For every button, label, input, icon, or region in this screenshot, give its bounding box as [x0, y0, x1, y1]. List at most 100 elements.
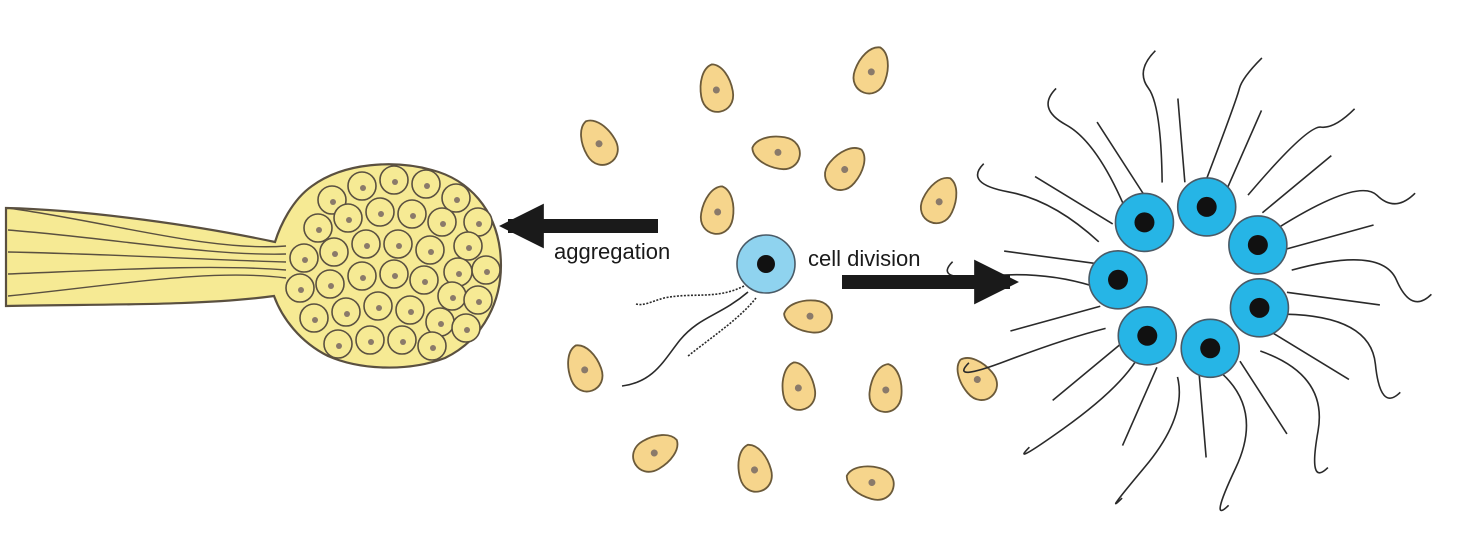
stalk-fiber	[7, 274, 287, 297]
amoeboid-cell	[699, 185, 735, 235]
colony-flagellum	[1226, 110, 1263, 189]
colony-cell	[1228, 215, 1288, 275]
spore-cell	[427, 207, 457, 237]
colony-flagellum	[1219, 372, 1248, 512]
spore-cell	[347, 261, 377, 291]
spore-nucleus	[302, 257, 308, 263]
spore-nucleus	[408, 309, 414, 315]
amoeboid-nucleus	[868, 479, 876, 487]
spore-cell	[315, 269, 345, 299]
stalk-fiber	[7, 207, 287, 248]
colony-flagellum	[1096, 121, 1145, 196]
spore-nucleus	[360, 185, 366, 191]
colony-cell	[1117, 305, 1178, 366]
amoeboid-cell	[824, 147, 866, 191]
spore-nucleus	[410, 213, 416, 219]
colony-cell	[1180, 318, 1241, 379]
spore-cell	[383, 229, 413, 259]
colony-flagellum	[1004, 250, 1098, 265]
amoeboid-cell	[737, 443, 773, 493]
amoeboid-cell	[868, 363, 903, 413]
spore-cell	[285, 273, 315, 303]
spore-cell	[379, 259, 409, 289]
spore-nucleus	[364, 243, 370, 249]
spore-nucleus	[378, 211, 384, 217]
spore-nucleus	[392, 273, 398, 279]
spore-cell	[387, 325, 417, 355]
colony-cell-nucleus	[1108, 269, 1129, 290]
amoeboid-cell	[751, 135, 801, 171]
process-arrows	[499, 203, 1019, 305]
amoeboid-nucleus	[650, 449, 658, 457]
amoeboid-cell	[781, 361, 817, 411]
flagellum	[635, 285, 745, 306]
spore-nucleus	[330, 199, 336, 205]
flagellate-nucleus	[757, 255, 775, 273]
amoeboid-nucleus	[595, 140, 603, 148]
spore-nucleus	[476, 299, 482, 305]
colony-flagellum	[1270, 331, 1350, 381]
colony-flagellum	[963, 327, 1106, 374]
colony-flagellum	[1047, 87, 1125, 206]
colony-flagellum	[1010, 305, 1101, 332]
amoeboid-cell	[852, 46, 889, 95]
colony-cell	[1114, 192, 1175, 253]
spore-cell	[323, 329, 353, 359]
stalk-fiber	[7, 229, 287, 255]
spore-cell	[417, 331, 447, 361]
amoeboid-nucleus	[806, 312, 814, 320]
colony-cell-nucleus	[1137, 325, 1158, 346]
spore-nucleus	[332, 251, 338, 257]
colony-flagellum	[1260, 350, 1329, 474]
colony-flagellum	[1114, 376, 1181, 505]
amoeboid-cells	[567, 46, 998, 501]
spore-cell	[379, 165, 409, 195]
colony-flagellum	[1261, 155, 1332, 214]
spore-nucleus	[466, 245, 472, 251]
spore-nucleus	[316, 227, 322, 233]
spore-cell	[437, 281, 467, 311]
amoeboid-nucleus	[841, 166, 849, 174]
amoeboid-nucleus	[774, 148, 782, 156]
spore-cell	[395, 295, 425, 325]
flagellate-colony	[946, 50, 1432, 512]
amoeboid-nucleus	[712, 86, 720, 94]
colony-cell-nucleus	[1196, 196, 1217, 217]
amoeboid-cell	[845, 465, 895, 501]
colony-cell-nucleus	[1247, 234, 1268, 255]
colony-cell-nucleus	[1249, 297, 1270, 318]
spore-nucleus	[312, 317, 318, 323]
colony-flagellum	[1285, 313, 1401, 399]
colony-flagellum	[1283, 224, 1374, 251]
spore-cell	[319, 237, 349, 267]
spore-nucleus	[456, 271, 462, 277]
spore-nucleus	[328, 283, 334, 289]
spore-cell	[441, 183, 471, 213]
colony-flagellum	[1291, 259, 1432, 303]
spore-cell	[355, 325, 385, 355]
spore-nucleus	[360, 275, 366, 281]
spore-cell	[463, 285, 493, 315]
spore-nucleus	[450, 295, 456, 301]
stalk-fiber	[7, 251, 287, 263]
spore-nucleus	[392, 179, 398, 185]
spore-nucleus	[476, 221, 482, 227]
spore-cell	[303, 213, 333, 243]
flagellum	[687, 297, 757, 357]
spore-cell	[347, 171, 377, 201]
colony-flagellum	[1023, 360, 1137, 455]
spore-cell	[289, 243, 319, 273]
colony-flagellum	[1247, 108, 1356, 196]
amoeboid-nucleus	[867, 68, 875, 76]
spore-cell	[409, 265, 439, 295]
flagellate-cell	[621, 234, 796, 387]
colony-flagellum	[1239, 360, 1288, 435]
spore-nucleus	[336, 343, 342, 349]
spore-nucleus	[400, 339, 406, 345]
amoeboid-cell	[580, 119, 619, 166]
spore-nucleus	[376, 305, 382, 311]
spore-nucleus	[454, 197, 460, 203]
spore-cell	[299, 303, 329, 333]
